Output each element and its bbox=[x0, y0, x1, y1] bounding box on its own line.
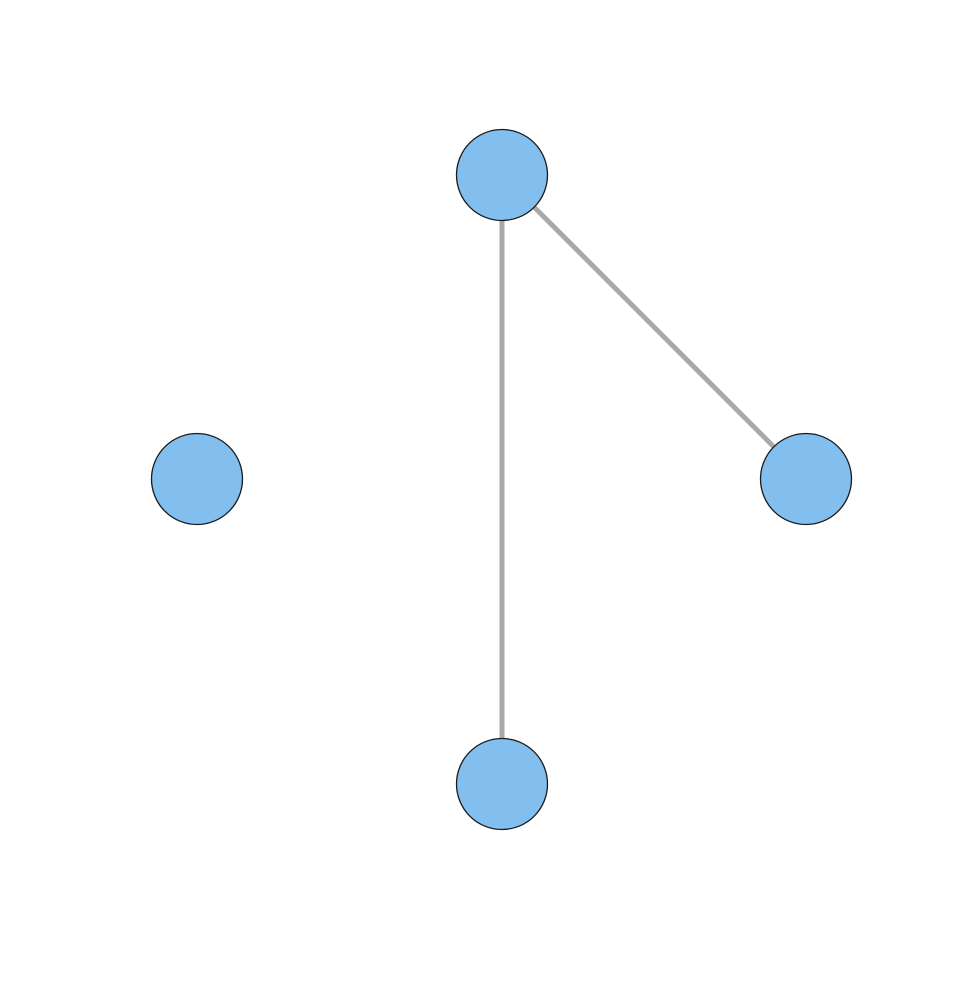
node-left bbox=[150, 432, 244, 526]
edges-layer bbox=[499, 173, 808, 784]
edge-node-top-node-right bbox=[500, 173, 808, 481]
node-bottom bbox=[455, 737, 549, 831]
node-right bbox=[759, 432, 853, 526]
nodes-layer bbox=[150, 128, 853, 831]
node-top bbox=[455, 128, 549, 222]
